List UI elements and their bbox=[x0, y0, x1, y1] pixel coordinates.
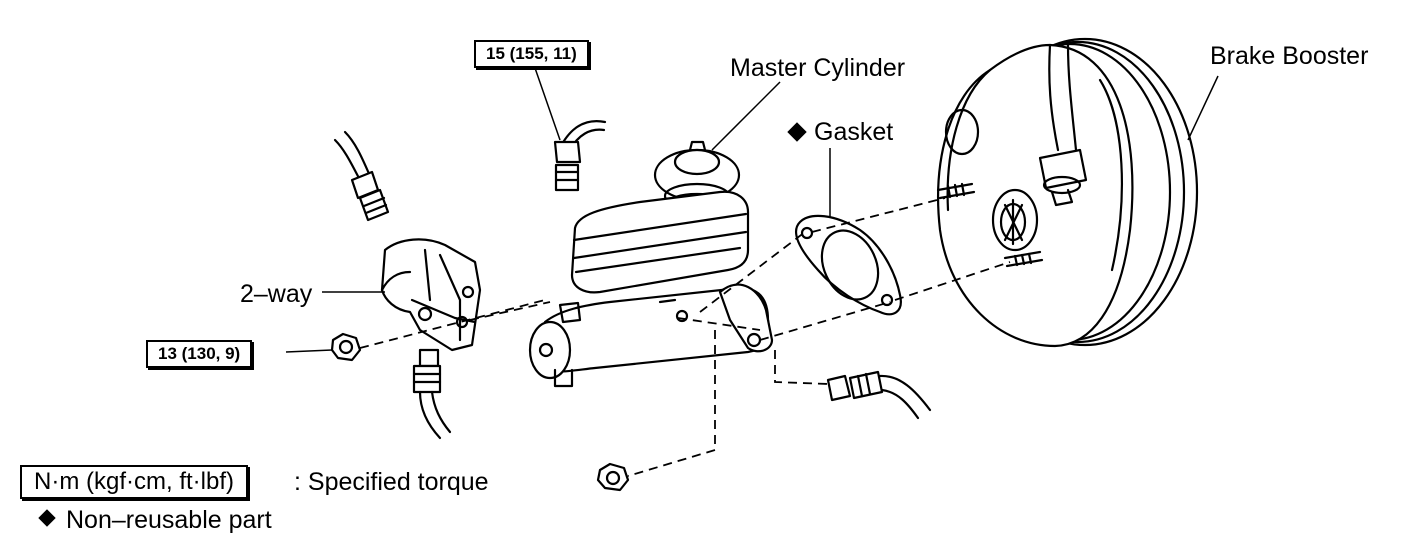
assembly-guide-lines bbox=[359, 197, 1011, 477]
two-way-union-drawing bbox=[380, 238, 482, 352]
black-diamond-icon bbox=[787, 122, 807, 142]
brake-booster-drawing bbox=[936, 37, 1199, 348]
torque-spec-left: 13 (130, 9) bbox=[146, 340, 253, 368]
torque-units-legend-box: N·m (kgf·cm, ft·lbf) bbox=[20, 465, 248, 499]
two-way-label: 2–way bbox=[240, 280, 313, 308]
master-cylinder-drawing bbox=[528, 140, 774, 388]
brake-booster-label: Brake Booster bbox=[1210, 42, 1369, 70]
gasket-label: Gasket bbox=[814, 118, 894, 146]
black-diamond-icon bbox=[38, 509, 56, 527]
specified-torque-legend-text: : Specified torque bbox=[294, 468, 489, 496]
gasket-drawing bbox=[794, 214, 902, 316]
leader-lines bbox=[285, 67, 1219, 353]
mounting-nuts-drawing bbox=[330, 332, 630, 492]
brake-lines-drawing bbox=[333, 120, 932, 440]
non-reusable-legend-text: Non–reusable part bbox=[66, 506, 272, 534]
torque-spec-upper: 15 (155, 11) bbox=[474, 40, 589, 68]
master-cylinder-label: Master Cylinder bbox=[730, 54, 906, 82]
